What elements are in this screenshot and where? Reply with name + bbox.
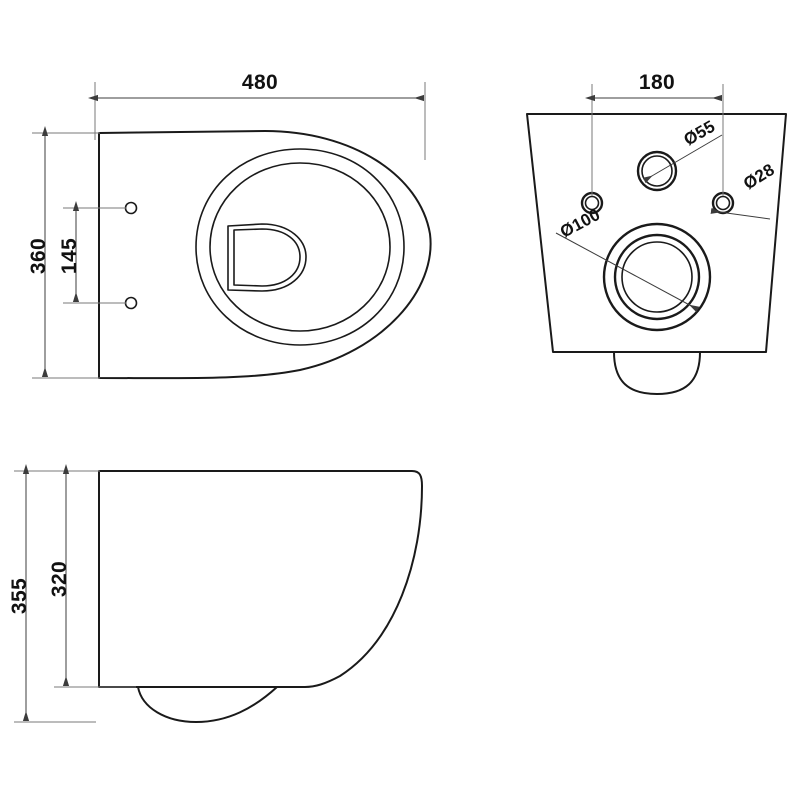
back-view-flush-inlet-outer (636, 150, 678, 192)
dim-label-355: 355 (8, 578, 31, 614)
top-view-group: 480 360 145 (27, 71, 432, 380)
top-view-seat-ring-outer (195, 148, 405, 346)
back-view-bottom-bulge (613, 351, 701, 395)
back-view-waste-outlet-middle (613, 233, 701, 321)
back-view-body-outline (526, 113, 787, 353)
dim-label-360: 360 (27, 238, 50, 274)
leader-line-d28 (710, 207, 771, 220)
side-view-body-outline (98, 470, 423, 688)
back-view-flush-inlet-inner (641, 155, 673, 187)
dim-label-480: 480 (242, 71, 278, 94)
dim-label-d28: Ø28 (740, 160, 778, 193)
back-view-waste-outlet-outer (602, 222, 712, 332)
leader-line-d55 (642, 134, 723, 184)
top-view-bowl-outline (98, 130, 432, 380)
back-view-waste-outlet-inner (621, 241, 693, 313)
dim-label-180: 180 (639, 71, 675, 94)
top-view-fixing-hole-upper (124, 201, 138, 215)
dim-label-145: 145 (58, 238, 81, 274)
top-view-fixing-hole-lower (124, 296, 138, 310)
back-view-bolt-hole-right-inner (715, 195, 731, 211)
back-view-group: 180 Ø55 Ø28 Ø100 (526, 71, 787, 395)
top-view-seat-ring-inner (209, 162, 391, 332)
top-view-aperture-outer (227, 223, 307, 292)
dim-label-d55: Ø55 (681, 117, 719, 150)
top-view-aperture-inner (233, 228, 301, 287)
leader-line-d100 (555, 232, 700, 313)
side-view-bottom-bulge (137, 686, 278, 723)
side-view-group: 355 320 (8, 464, 423, 723)
dim-label-d100: Ø100 (557, 205, 603, 242)
back-view-bolt-hole-left-inner (584, 195, 600, 211)
dim-label-320: 320 (48, 561, 71, 597)
